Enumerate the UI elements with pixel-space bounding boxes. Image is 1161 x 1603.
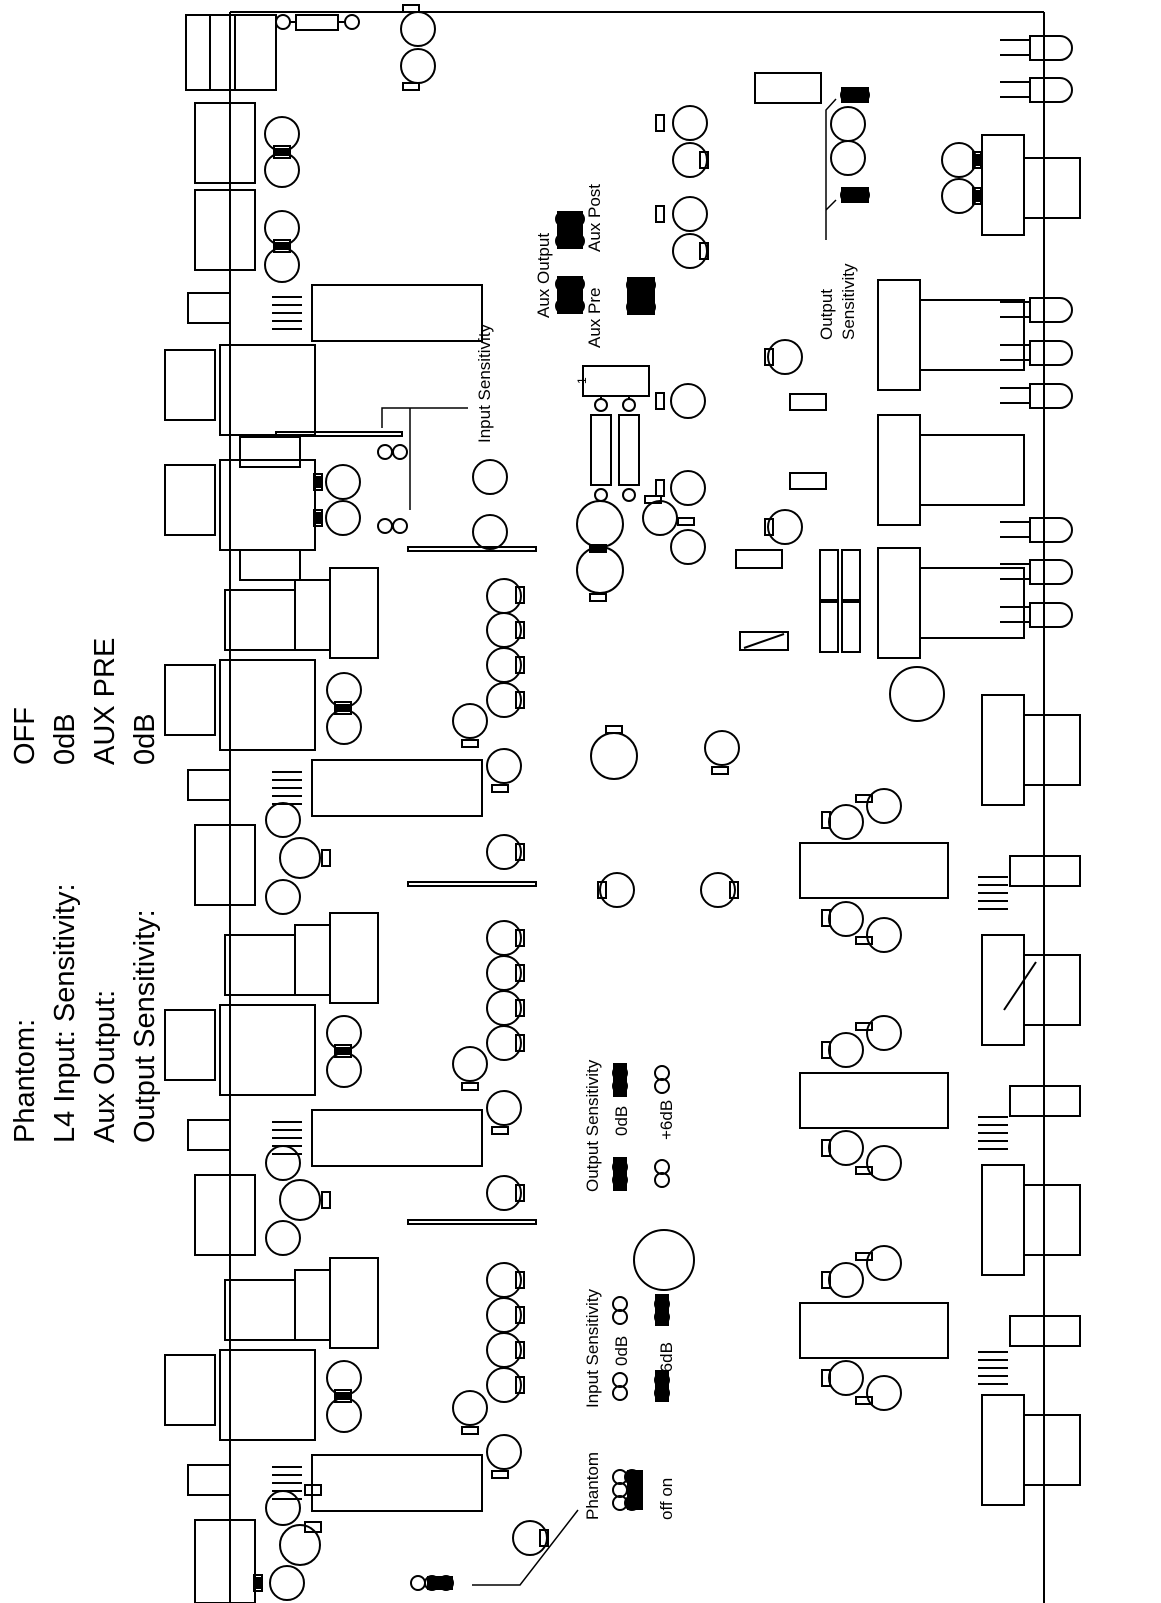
label-aux-pre: Aux Pre <box>585 288 604 348</box>
leds <box>1000 35 1073 628</box>
filled-pads <box>255 148 980 1589</box>
setting-value-aux-output: AUX PRE <box>89 638 121 765</box>
label-pin-one: 1 <box>575 377 589 384</box>
ic-chips <box>582 72 822 502</box>
label-minus6db: -6dB <box>657 1342 676 1378</box>
label-sensitivity: Sensitivity <box>839 263 858 340</box>
setting-label-aux-output: Aux Output: <box>89 990 121 1143</box>
label-plus6db: +6dB <box>657 1100 676 1140</box>
right-controls <box>799 134 1081 1506</box>
label-aux-post: Aux Post <box>585 184 604 252</box>
setting-value-phantom: OFF <box>9 707 41 765</box>
springs <box>272 296 1008 1500</box>
board-labels: Aux Output Aux Post Aux Pre Input Sensit… <box>475 184 858 1520</box>
label-0db-in: 0dB <box>612 1336 631 1366</box>
capacitors <box>264 11 977 1601</box>
label-input-sensitivity-top: Input Sensitivity <box>475 323 494 443</box>
label-output: Output <box>817 289 836 340</box>
left-connector-strip <box>164 14 483 1603</box>
label-input-sensitivity-bottom: Input Sensitivity <box>583 1288 602 1408</box>
leader-lines <box>381 98 837 1586</box>
label-aux-output: Aux Output <box>534 233 553 318</box>
label-off-on: off on <box>657 1478 676 1520</box>
label-output-sensitivity-mid: Output Sensitivity <box>583 1059 602 1192</box>
resistors-mid <box>735 393 861 653</box>
setting-label-phantom: Phantom: <box>9 1019 41 1143</box>
label-0db-out: 0dB <box>612 1106 631 1136</box>
divider-bars <box>275 431 537 1225</box>
setting-value-output-sensitivity: 0dB <box>129 713 161 765</box>
jumper-shunts <box>427 87 869 1590</box>
settings-block: Phantom: L4 Input: Sensitivity: Aux Outp… <box>9 638 161 1143</box>
setting-value-input-sensitivity: 0dB <box>49 713 81 765</box>
setting-label-output-sensitivity: Output Sensitivity: <box>129 909 161 1143</box>
top-resistor <box>275 14 360 31</box>
label-phantom: Phantom <box>583 1452 602 1520</box>
setting-label-input-sensitivity: L4 Input: Sensitivity: <box>49 883 81 1143</box>
